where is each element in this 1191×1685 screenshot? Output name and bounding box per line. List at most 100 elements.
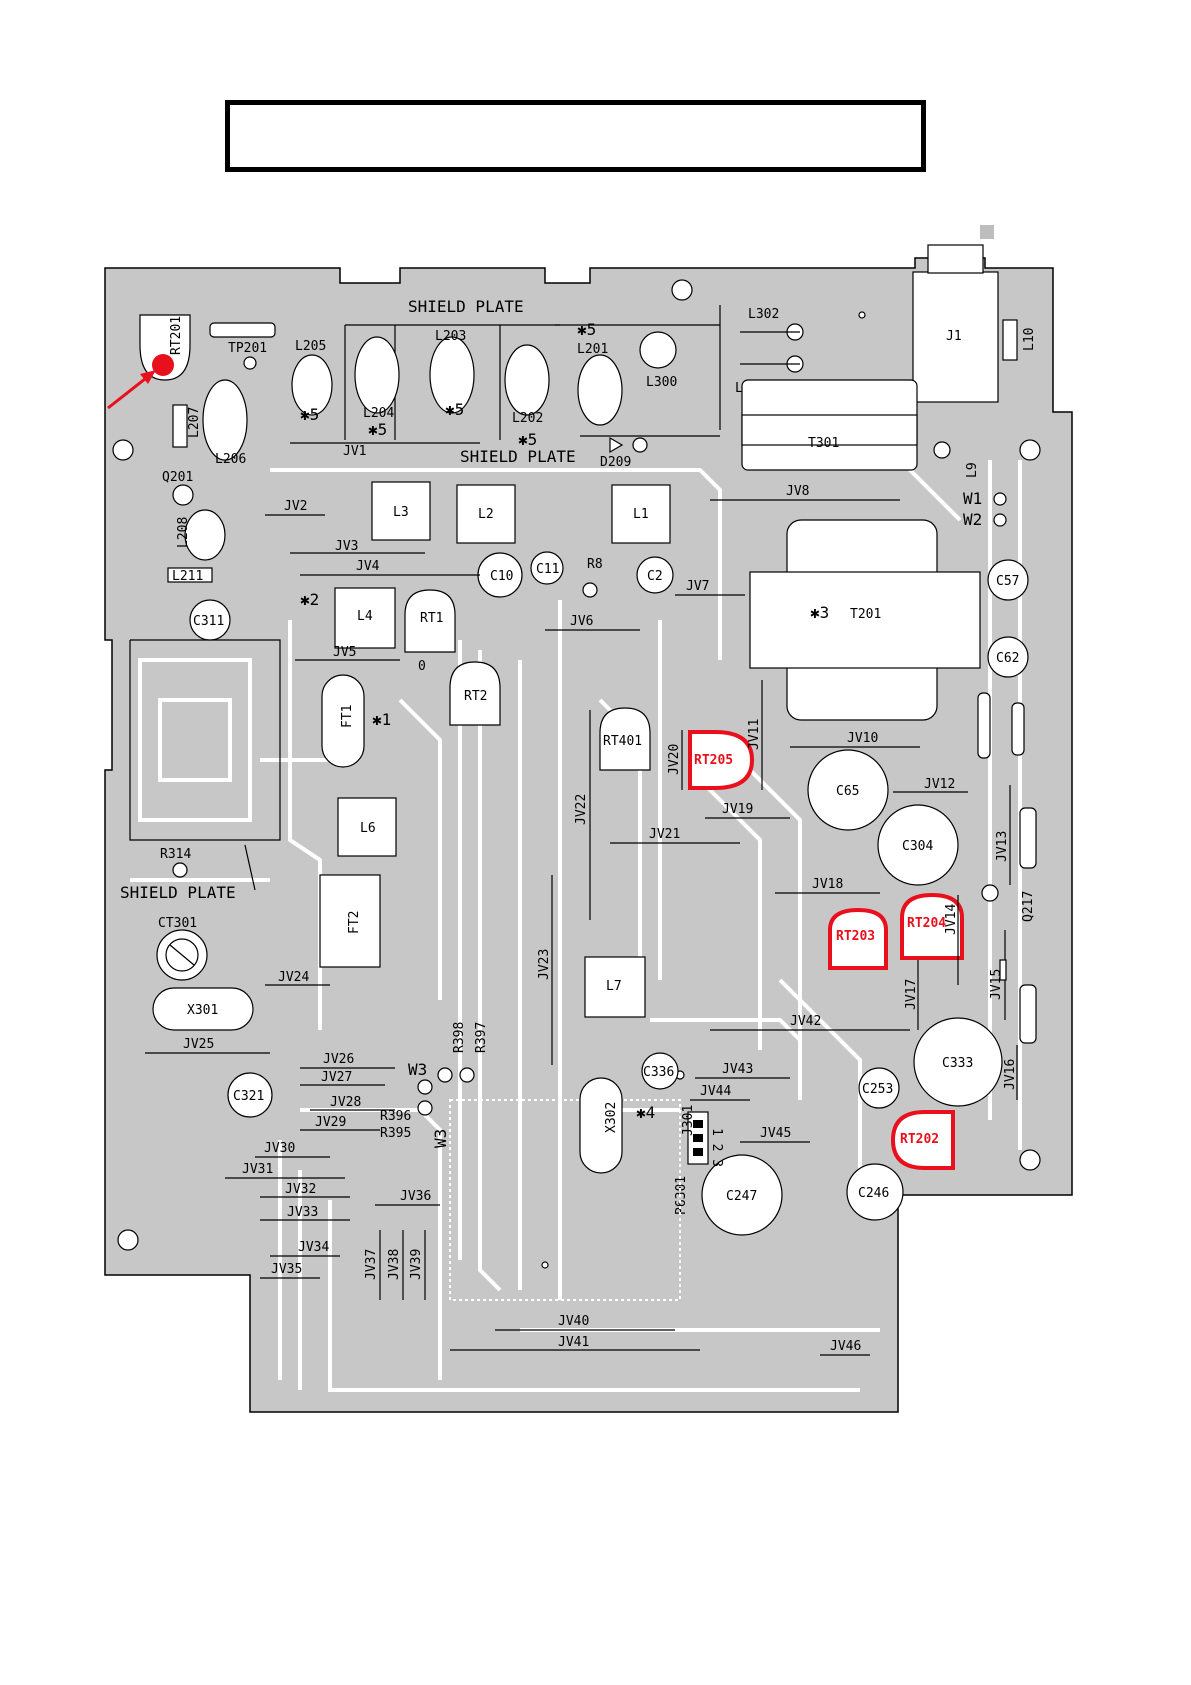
rt205-label: RT205 [694,753,733,768]
jumper-label-jv20: JV20 [667,744,682,775]
rt201-pointer-arrow [107,373,151,410]
jumper-label-jv19: JV19 [722,802,753,817]
ft1-label: FT1 [340,705,355,728]
t201-label: T201 [850,607,881,622]
w3-label-bottom: W3 [431,1129,450,1148]
j1-tab [927,244,984,274]
l6-label: L6 [360,821,376,836]
c217-pad [999,959,1007,981]
t201-core [749,571,981,669]
jumper-label-jv45: JV45 [760,1126,791,1141]
q201-transistor [172,484,194,506]
jumper-label-jv14: JV14 [944,904,959,935]
q217-label: Q217 [1021,891,1036,922]
r396-label: R396 [380,1109,411,1124]
d209-label: D209 [600,455,631,470]
rt205-highlight [688,730,755,790]
main-ic-footprint [449,1099,681,1301]
c253-label: C253 [862,1082,893,1097]
j1-label: J1 [946,329,962,344]
r314-resistor [172,862,188,878]
coil-group [184,336,623,561]
rt202-highlight [890,1110,955,1170]
l9-label: L9 [965,462,980,478]
c11-label: C11 [536,562,559,577]
jumper-label-jv36: JV36 [400,1189,431,1204]
c57-capacitor [987,559,1029,601]
c247-capacitor [701,1154,783,1236]
c321-capacitor [227,1072,273,1118]
c57-label: C57 [996,574,1019,589]
note-0: 0 [418,659,426,674]
c10-label: C10 [490,569,513,584]
shield-plate-label-mid: SHIELD PLATE [460,447,576,466]
l208-label: L208 [176,517,191,548]
j301-pin-1 [693,1120,703,1128]
jumper-label-jv41: JV41 [558,1335,589,1350]
w1-pad [993,492,1007,506]
c246-capacitor [846,1163,904,1221]
l4-inductor [334,587,396,649]
jumper-label-jv5: JV5 [333,645,356,660]
jumper-label-jv30: JV30 [264,1141,295,1156]
rt201-highlight-dot [152,354,174,376]
jumper-label-jv26: JV26 [323,1052,354,1067]
tp201-slot [209,322,276,338]
w2-label: W2 [963,510,982,529]
jumper-label-jv11: JV11 [747,719,762,750]
rt203-label: RT203 [836,929,875,944]
mounting-holes [112,279,1041,1269]
jumper-label-jv24: JV24 [278,970,309,985]
c246-label: C246 [858,1186,889,1201]
jumper-label-jv7: JV7 [686,579,709,594]
jumper-label-jv18: JV18 [812,877,843,892]
l4-label: L4 [357,609,373,624]
rt203-highlight [828,907,888,970]
r395-label: R395 [380,1126,411,1141]
rt202-label: RT202 [900,1132,939,1147]
p6301-label: P6301 [674,1176,689,1215]
slot-right-1 [977,692,991,759]
jumper-label-jv3: JV3 [335,539,358,554]
title-box [225,100,926,172]
l206-label: L206 [215,452,246,467]
shield-plate-label-top: SHIELD PLATE [408,297,524,316]
jumper-label-jv27: JV27 [321,1070,352,1085]
c336-capacitor [641,1052,679,1090]
l3-label: L3 [393,505,409,520]
l203-label: L203 [435,329,466,344]
r398-label: R398 [452,1022,467,1053]
jumper-label-jv2: JV2 [284,499,307,514]
r397-resistor [459,1067,475,1083]
rt204-label: RT204 [907,916,946,931]
c11-capacitor [530,551,564,585]
j301-pin-numbers: 1 2 3 [709,1128,724,1167]
l1-inductor [611,484,671,544]
c336-label: C336 [643,1065,674,1080]
r397-label: R397 [474,1022,489,1053]
w3-label-top: W3 [408,1060,427,1079]
note-2: ✱2 [300,590,319,609]
corner-marker [980,225,994,239]
jumper-label-jv31: JV31 [242,1162,273,1177]
ft2-label: FT2 [347,911,362,934]
note-1: ✱1 [372,710,391,729]
jumper-label-jv8: JV8 [786,484,809,499]
jumper-label-jv16: JV16 [1003,1059,1018,1090]
l202-label: L202 [512,411,543,426]
c304-label: C304 [902,839,933,854]
j301-pin-2 [693,1134,703,1142]
r396-resistor [417,1079,433,1095]
c333-label: C333 [942,1056,973,1071]
jumper-label-jv22: JV22 [574,794,589,825]
jumper-label-jv23: JV23 [537,949,552,980]
c311-label: C311 [193,614,224,629]
jumper-label-jv25: JV25 [183,1037,214,1052]
l6-inductor [337,797,397,857]
jumper-label-jv46: JV46 [830,1339,861,1354]
jumper-layer: JV1JV2JV3JV4JV5JV6JV7JV8JV10JV11JV12JV13… [145,442,1018,1356]
c62-label: C62 [996,651,1019,666]
ct301-label: CT301 [158,916,197,931]
jumper-label-jv44: JV44 [700,1084,731,1099]
jumper-label-jv6: JV6 [570,614,593,629]
